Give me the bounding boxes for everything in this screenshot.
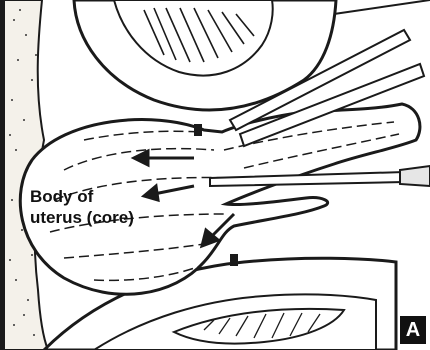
uterus-coring-illustration — [4, 0, 430, 350]
structure-label-line2: uterus (core) — [30, 207, 134, 228]
structure-label: Body of uterus (core) — [30, 186, 134, 228]
structure-label-line1: Body of — [30, 186, 134, 207]
panel-letter-badge: A — [400, 316, 426, 344]
